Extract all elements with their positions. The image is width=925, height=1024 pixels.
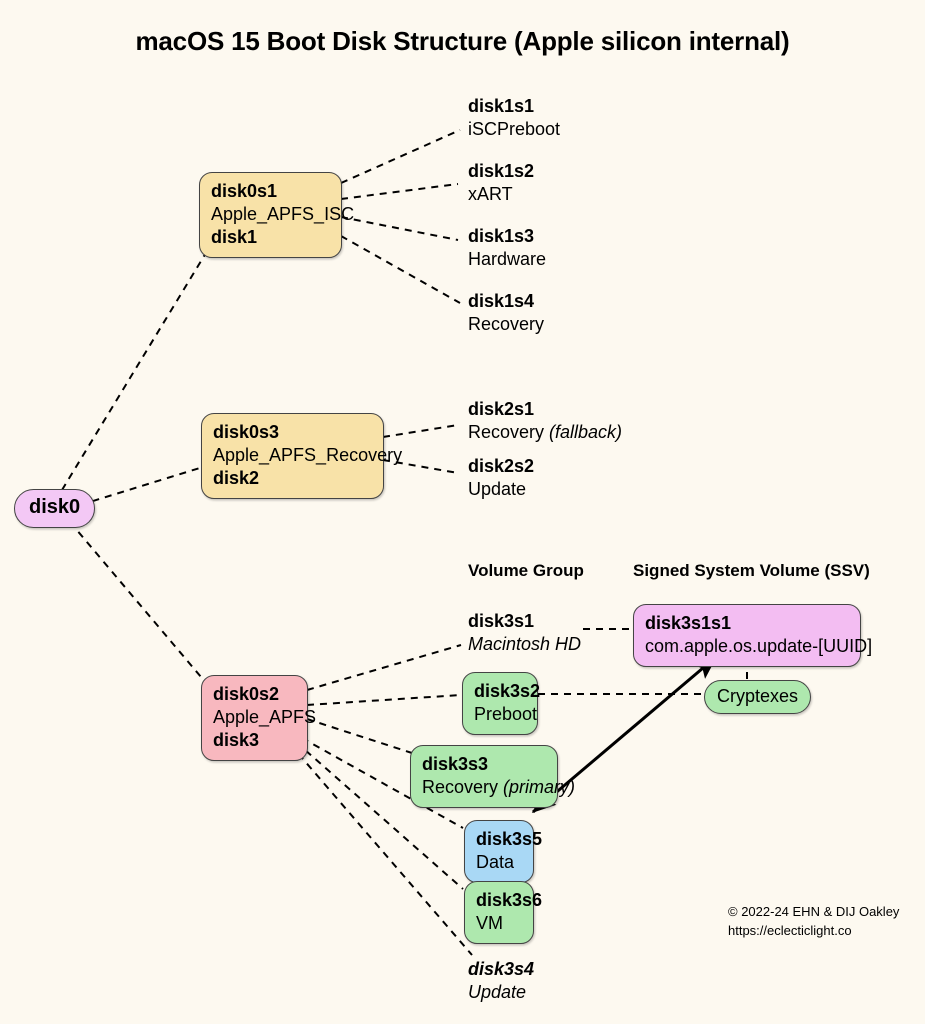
node-disk0s3-role: Apple_APFS_Recovery [213, 445, 403, 466]
leaf-disk1s4: disk1s4 Recovery [468, 290, 544, 337]
node-disk0[interactable]: disk0 [14, 489, 96, 528]
node-disk0s1-slice: disk0s1 [211, 181, 278, 201]
node-disk3s6-slice: disk3s6 [476, 890, 543, 910]
edge-disk0s2-disk3s2 [306, 694, 462, 706]
leaf-disk2s1-name: Recovery [468, 422, 550, 443]
leaf-disk3s1: disk3s1 Macintosh HD [468, 610, 581, 657]
node-disk3s2[interactable]: disk3s2 Preboot [462, 672, 541, 736]
credit-line-2: https://eclecticlight.co [728, 922, 852, 938]
edge-disk0s1-disk1s3 [340, 216, 459, 241]
edge-disk0s3-disk2s1 [382, 424, 459, 438]
leaf-disk1s1-slice: disk1s1 [468, 96, 535, 116]
leaf-disk2s1-name-row: Recovery (fallback) [468, 421, 622, 444]
node-disk3s3-name-row: Recovery (primary) [422, 776, 575, 799]
node-disk3s6-name: VM [476, 913, 503, 934]
node-disk0s2-slice: disk0s2 [213, 684, 280, 704]
leaf-disk1s4-name: Recovery [468, 314, 545, 335]
node-disk3s2-name: Preboot [474, 704, 538, 725]
node-disk0s2-device: disk3 [213, 730, 260, 751]
edge-disk0s2-disk3s3 [306, 718, 413, 754]
credit-block: © 2022-24 EHN & DIJ Oakley https://eclec… [728, 903, 899, 941]
header-volume-group: Volume Group [468, 561, 584, 580]
node-disk0s3-slice: disk0s3 [213, 422, 280, 442]
edge-disk0s1-disk1s1 [340, 129, 461, 184]
edge-disk0-disk0s1 [61, 242, 213, 491]
node-disk3s1s1[interactable]: disk3s1s1 com.apple.os.update-[UUID] [633, 604, 873, 668]
leaf-disk1s3-slice: disk1s3 [468, 226, 535, 246]
node-disk3s2-slice: disk3s2 [474, 681, 541, 701]
node-disk3s3-slice: disk3s3 [422, 754, 489, 774]
node-disk3s5-name: Data [476, 852, 515, 873]
node-disk0s3[interactable]: disk0s3 Apple_APFS_Recovery disk2 [201, 413, 403, 500]
leaf-disk1s4-slice: disk1s4 [468, 291, 535, 311]
leaf-disk3s4-name: Update [468, 982, 527, 1003]
node-disk0s1-role: Apple_APFS_ISC [211, 204, 355, 225]
node-disk3s3-qualifier: (primary) [503, 777, 576, 798]
node-disk3s5[interactable]: disk3s5 Data [464, 820, 543, 884]
node-disk0s2[interactable]: disk0s2 Apple_APFS disk3 [201, 675, 317, 762]
edge-disk0s1-disk1s4 [340, 235, 461, 304]
leaf-disk1s3-name: Hardware [468, 249, 547, 270]
credit-line-1: © 2022-24 EHN & DIJ Oakley [728, 904, 900, 919]
node-disk3s1s1-slice: disk3s1s1 [645, 613, 732, 633]
page-title: macOS 15 Boot Disk Structure (Apple sili… [135, 26, 790, 56]
node-disk3s1s1-name: com.apple.os.update-[UUID] [645, 636, 873, 657]
node-disk3s3[interactable]: disk3s3 Recovery (primary) [410, 745, 575, 809]
leaf-disk1s1-name: iSCPreboot [468, 119, 561, 140]
node-disk3s3-name: Recovery [422, 777, 504, 798]
leaf-disk1s3: disk1s3 Hardware [468, 225, 546, 272]
node-disk0s2-role: Apple_APFS [213, 707, 317, 728]
leaf-disk2s1-qualifier: (fallback) [549, 422, 623, 443]
node-disk0s1-device: disk1 [211, 227, 258, 248]
header-signed-system-volume: Signed System Volume (SSV) [633, 561, 870, 580]
leaf-disk1s2-slice: disk1s2 [468, 161, 535, 181]
node-disk0-label: disk0 [29, 496, 81, 518]
edge-disk0-disk0s2 [69, 521, 213, 691]
node-disk0s3-device: disk2 [213, 468, 260, 489]
leaf-disk1s1: disk1s1 iSCPreboot [468, 95, 560, 142]
leaf-disk1s2: disk1s2 xART [468, 160, 534, 207]
leaf-disk3s4-slice: disk3s4 [468, 959, 535, 979]
node-cryptexes-label: Cryptexes [717, 686, 799, 706]
edge-disk0s2-disk3s1 [306, 644, 462, 691]
edge-disk0s1-disk1s2 [340, 183, 459, 200]
edge-disk0-disk0s3 [79, 466, 204, 506]
node-disk0s1[interactable]: disk0s1 Apple_APFS_ISC disk1 [199, 172, 355, 259]
leaf-disk3s1-slice: disk3s1 [468, 611, 535, 631]
leaf-disk2s1-slice: disk2s1 [468, 399, 535, 419]
leaf-disk3s4: disk3s4 Update [468, 958, 534, 1005]
leaf-disk2s1: disk2s1 Recovery (fallback) [468, 398, 622, 445]
leaf-disk2s2: disk2s2 Update [468, 455, 534, 502]
node-disk3s5-slice: disk3s5 [476, 829, 543, 849]
leaf-disk2s2-name: Update [468, 479, 527, 500]
leaf-disk2s2-slice: disk2s2 [468, 456, 535, 476]
node-cryptexes[interactable]: Cryptexes [704, 680, 812, 715]
leaf-disk1s2-name: xART [468, 184, 513, 205]
leaf-disk3s1-name: Macintosh HD [468, 634, 582, 655]
node-disk3s6[interactable]: disk3s6 VM [464, 881, 543, 945]
